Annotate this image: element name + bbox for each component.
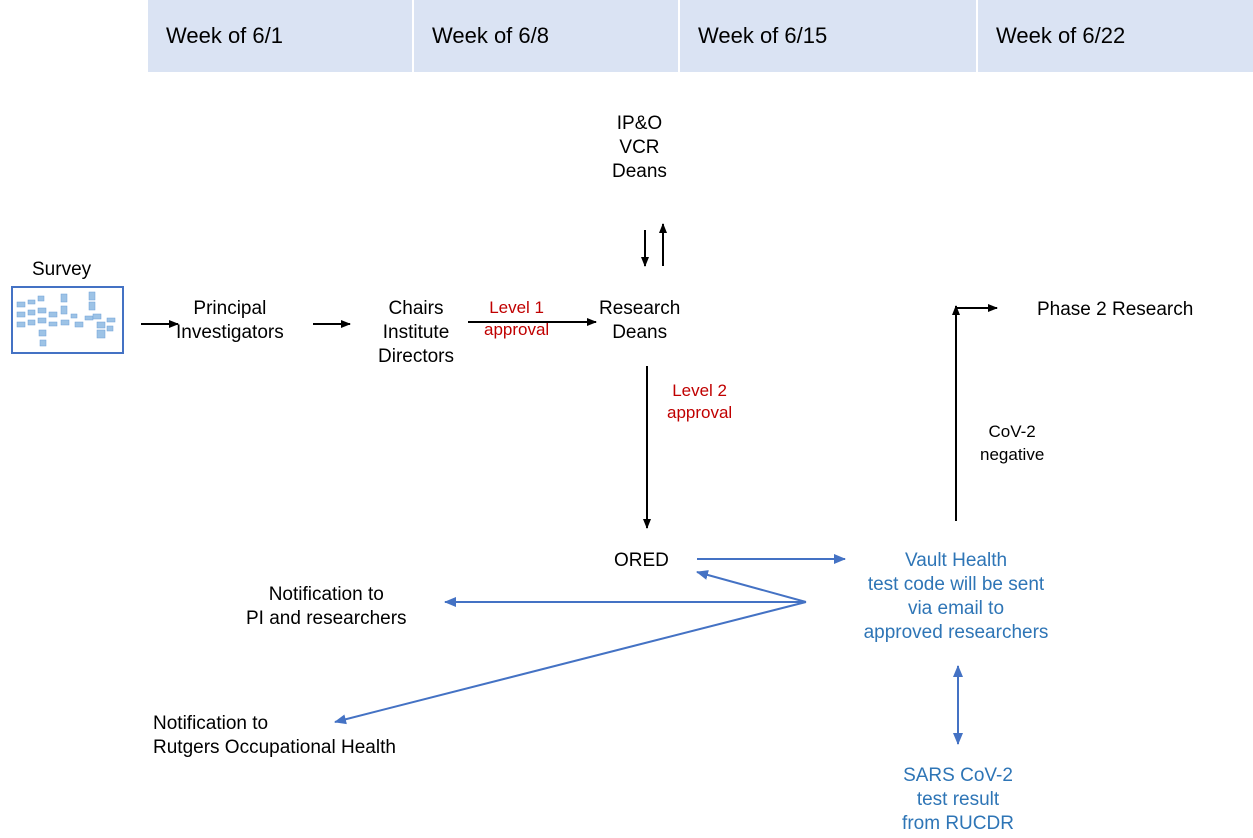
node-vault-health: Vault Health test code will be sent via …	[836, 549, 1076, 645]
arrow-vault-to-phase2	[955, 304, 998, 521]
week-header-1: Week of 6/1	[148, 0, 412, 72]
sars-line-2: test result	[916, 789, 1000, 810]
level1-line-2: approval	[484, 320, 550, 339]
survey-label: Survey	[32, 259, 92, 280]
survey-flowchart-icon	[11, 286, 124, 354]
node-ipo-vcr-deans: IP&O VCR Deans	[612, 112, 667, 184]
ipo-line-3: Deans	[612, 161, 667, 182]
node-phase2-research: Phase 2 Research	[1037, 299, 1194, 320]
node-research-deans: Research Deans	[599, 297, 680, 345]
notif-roh-line-2: Rutgers Occupational Health	[153, 737, 396, 758]
notif-pi-line-2: PI and researchers	[246, 608, 407, 629]
chairs-line-3: Directors	[378, 346, 455, 367]
pi-line-2: Investigators	[176, 322, 284, 343]
vault-line-3: via email to	[907, 598, 1005, 619]
node-sars-test-result: SARS CoV-2 test result from RUCDR	[888, 764, 1028, 836]
ipo-line-2: VCR	[619, 137, 660, 158]
edge-label-level1: Level 1 approval	[484, 297, 549, 341]
pi-line-1: Principal	[193, 298, 267, 319]
ipo-line-1: IP&O	[616, 113, 663, 134]
cov-neg-line-1: CoV-2	[988, 422, 1036, 441]
node-principal-investigators: Principal Investigators	[176, 297, 284, 345]
sars-line-3: from RUCDR	[902, 813, 1014, 834]
week-header-2: Week of 6/8	[414, 0, 678, 72]
vault-line-1: Vault Health	[904, 550, 1008, 571]
level2-line-2: approval	[667, 403, 733, 422]
chairs-line-1: Chairs	[388, 298, 444, 319]
vault-line-2: test code will be sent	[867, 574, 1045, 595]
level2-line-1: Level 2	[672, 381, 728, 400]
level1-line-1: Level 1	[489, 298, 545, 317]
node-notification-pi: Notification to PI and researchers	[246, 583, 407, 631]
notif-roh-line-1: Notification to	[153, 713, 269, 734]
research-deans-line-1: Research	[599, 298, 681, 319]
node-ored: ORED	[614, 550, 669, 571]
node-notification-roh: Notification to Rutgers Occupational Hea…	[153, 712, 396, 760]
cov-neg-line-2: negative	[980, 445, 1045, 464]
edge-label-level2: Level 2 approval	[667, 380, 732, 424]
node-chairs-institute-directors: Chairs Institute Directors	[378, 297, 454, 369]
arrow-vault-to-ored	[696, 570, 807, 603]
chairs-line-2: Institute	[382, 322, 450, 343]
arrow-vault-to-notif-roh	[334, 601, 807, 725]
week-header-3: Week of 6/15	[680, 0, 976, 72]
edge-label-cov-negative: CoV-2 negative	[980, 420, 1044, 466]
sars-line-1: SARS CoV-2	[903, 765, 1013, 786]
week-header-4: Week of 6/22	[978, 0, 1253, 72]
vault-line-4: approved researchers	[863, 622, 1049, 643]
notif-pi-line-1: Notification to	[268, 584, 384, 605]
research-deans-line-2: Deans	[612, 322, 668, 343]
